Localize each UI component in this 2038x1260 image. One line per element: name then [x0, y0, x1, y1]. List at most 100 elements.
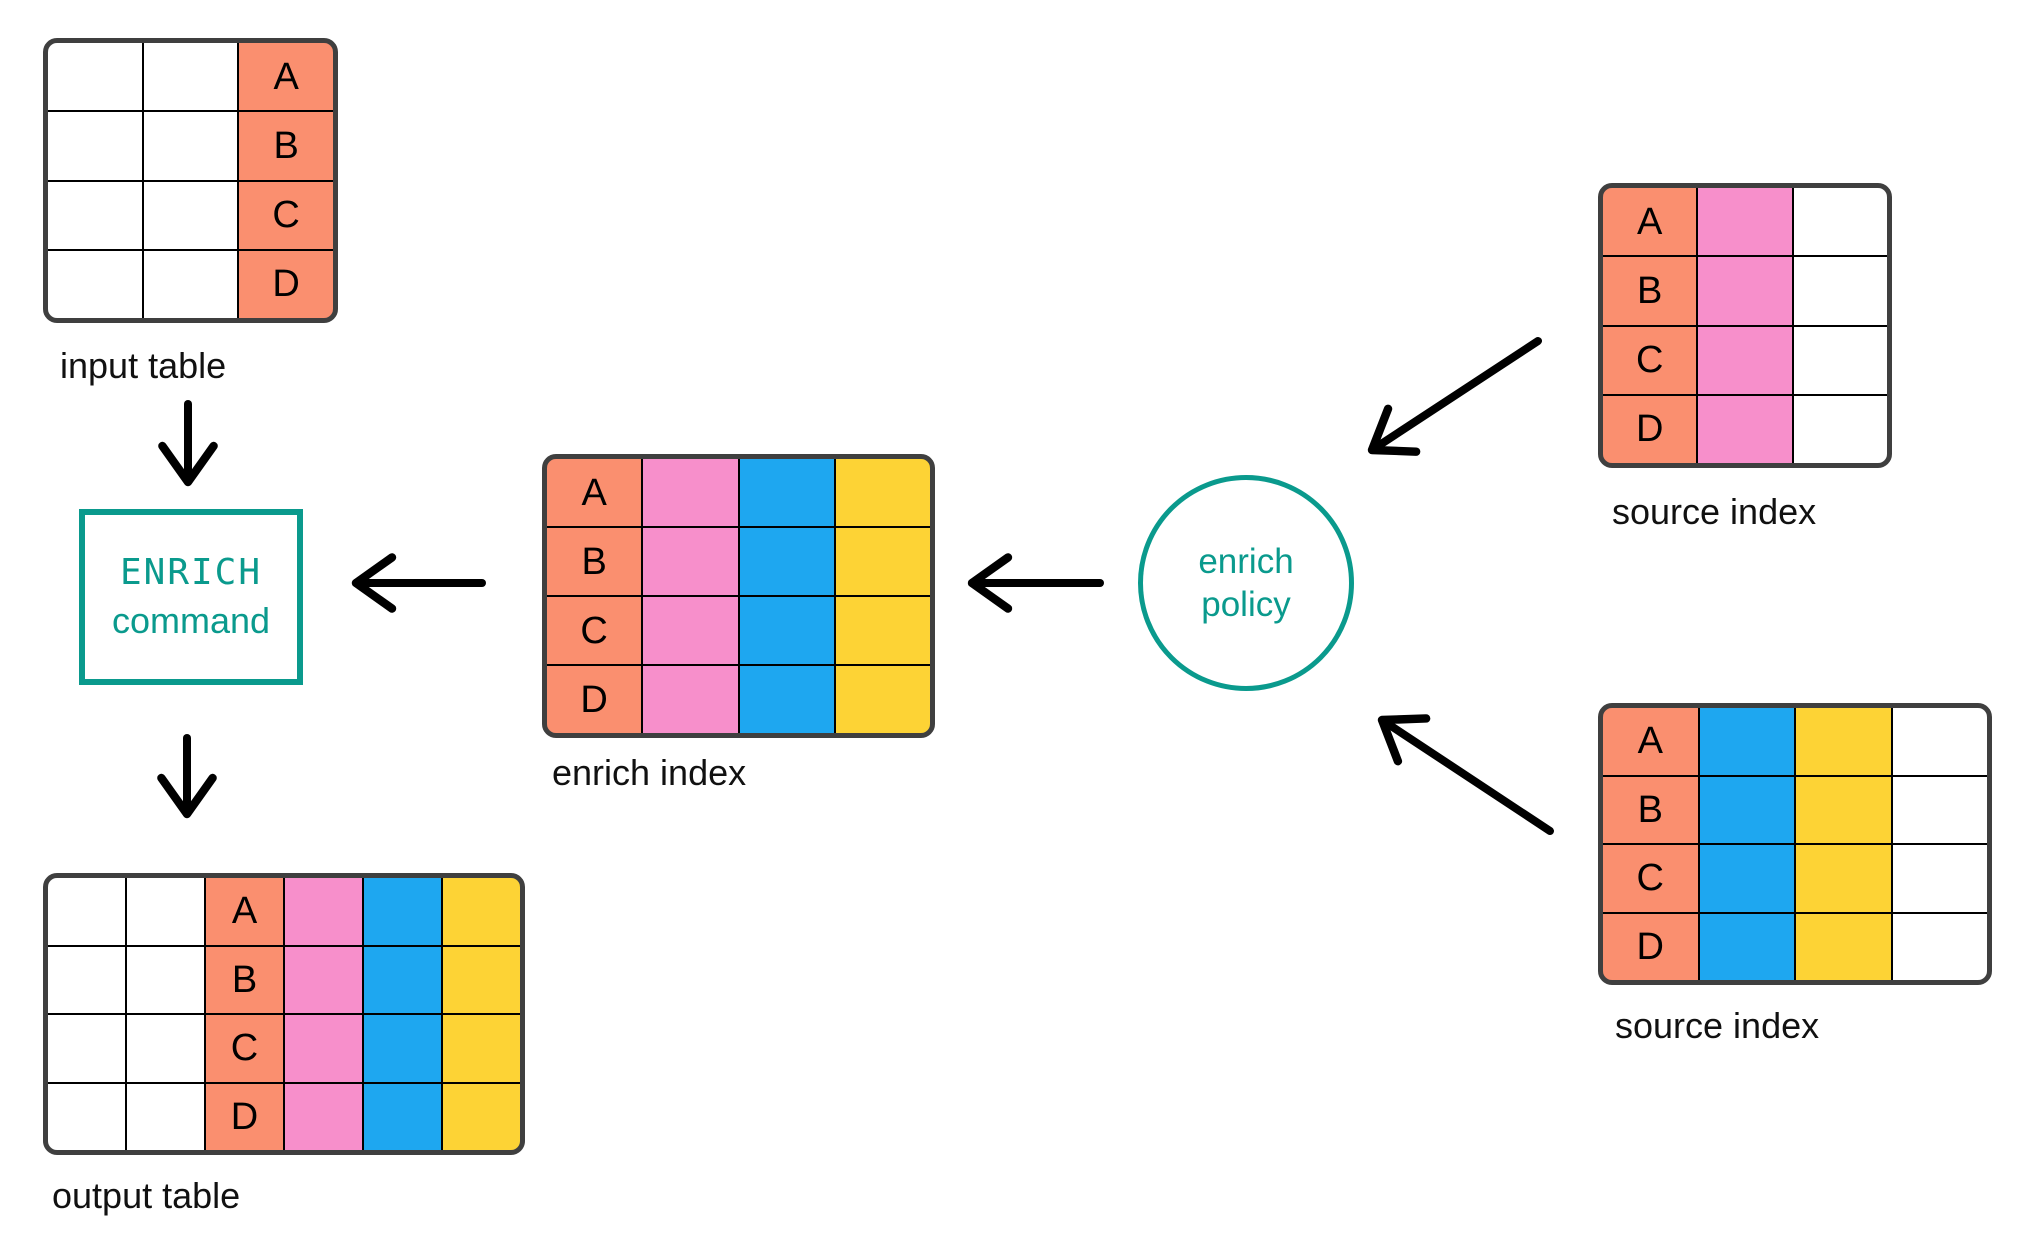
cell [1796, 845, 1891, 912]
cell [285, 946, 362, 1013]
cell [364, 1083, 441, 1150]
cell [835, 666, 930, 733]
cell [1699, 776, 1794, 843]
cell [48, 112, 142, 180]
cell [1699, 845, 1794, 912]
cell [127, 1015, 204, 1082]
cell [1793, 188, 1887, 256]
key-letter: A [1637, 720, 1663, 763]
cell [1793, 395, 1887, 463]
key-cell: C [1603, 326, 1697, 394]
key-cell: C [239, 181, 333, 249]
key-letter: C [1635, 339, 1664, 382]
source-index-bottom-grid: A B C D [1603, 708, 1987, 980]
output-table-grid: A B C D [48, 878, 520, 1150]
cell [739, 459, 834, 526]
enrich-command-line2: command [111, 600, 271, 641]
source-index-bottom-label: source index [1615, 1005, 1820, 1046]
cell [1892, 913, 1987, 980]
key-cell: D [1603, 913, 1698, 980]
cell [127, 878, 204, 945]
arrow-source-top-to-policy [1367, 337, 1542, 456]
cell [1698, 188, 1792, 256]
cell [1699, 913, 1794, 980]
source-index-bottom-table: A B C D [1598, 703, 1992, 985]
key-cell: B [1603, 776, 1698, 843]
cell [1698, 326, 1792, 394]
enrich-index-grid: A B C D [547, 459, 930, 733]
cell [443, 1015, 520, 1082]
key-letter: A [581, 471, 607, 514]
key-letter: A [273, 55, 299, 98]
cell [443, 1083, 520, 1150]
cell [1698, 395, 1792, 463]
cell [835, 459, 930, 526]
input-table: A B C D [43, 38, 338, 323]
source-index-top-label: source index [1612, 491, 1817, 532]
cell [739, 666, 834, 733]
cell [127, 946, 204, 1013]
key-letter: A [231, 890, 258, 933]
cell [739, 597, 834, 664]
enrich-policy-line2: policy [1201, 585, 1291, 624]
cell [1892, 708, 1987, 775]
key-cell: C [1603, 845, 1698, 912]
cell [48, 181, 142, 249]
key-letter: C [1636, 857, 1664, 900]
cell [1796, 776, 1891, 843]
cell [835, 528, 930, 595]
enrich-index-label: enrich index [552, 752, 747, 793]
cell [1796, 913, 1891, 980]
key-cell: B [547, 528, 642, 595]
enrich-policy-node: enrich policy [1138, 475, 1354, 691]
enrich-command-node: ENRICH command [79, 509, 303, 685]
cell [643, 597, 738, 664]
cell [127, 1083, 204, 1150]
key-cell: D [239, 250, 333, 318]
cell [1892, 776, 1987, 843]
cell [48, 43, 142, 111]
cell [643, 459, 738, 526]
source-index-top-grid: A B C D [1603, 188, 1887, 463]
key-cell: D [1603, 395, 1697, 463]
cell [364, 1015, 441, 1082]
key-letter: D [1636, 925, 1664, 968]
enrich-policy-line1: enrich [1198, 542, 1294, 581]
cell [285, 1083, 362, 1150]
arrow-source-bottom-to-policy [1377, 714, 1554, 835]
cell [643, 528, 738, 595]
key-cell: C [206, 1015, 283, 1082]
cell [643, 666, 738, 733]
cell [1892, 845, 1987, 912]
key-cell: A [547, 459, 642, 526]
cell [443, 878, 520, 945]
key-letter: C [272, 194, 300, 237]
input-table-label: input table [60, 345, 227, 386]
key-letter: A [1636, 200, 1663, 243]
key-letter: C [580, 609, 608, 652]
key-letter: B [1636, 269, 1663, 312]
key-letter: B [273, 124, 299, 167]
cell [1796, 708, 1891, 775]
cell [739, 528, 834, 595]
cell [48, 1015, 125, 1082]
key-cell: A [239, 43, 333, 111]
cell [48, 1083, 125, 1150]
cell [48, 250, 142, 318]
cell [285, 878, 362, 945]
key-cell: A [1603, 188, 1697, 256]
key-letter: D [230, 1095, 259, 1138]
cell [364, 878, 441, 945]
key-letter: D [1635, 408, 1664, 451]
key-cell: B [239, 112, 333, 180]
output-table-label: output table [52, 1175, 241, 1216]
source-index-top-table: A B C D [1598, 183, 1892, 468]
key-letter: D [272, 263, 300, 306]
output-table: A B C D [43, 873, 525, 1155]
key-letter: B [581, 540, 607, 583]
cell [143, 112, 238, 180]
key-letter: C [230, 1027, 259, 1070]
cell [285, 1015, 362, 1082]
key-cell: B [206, 946, 283, 1013]
